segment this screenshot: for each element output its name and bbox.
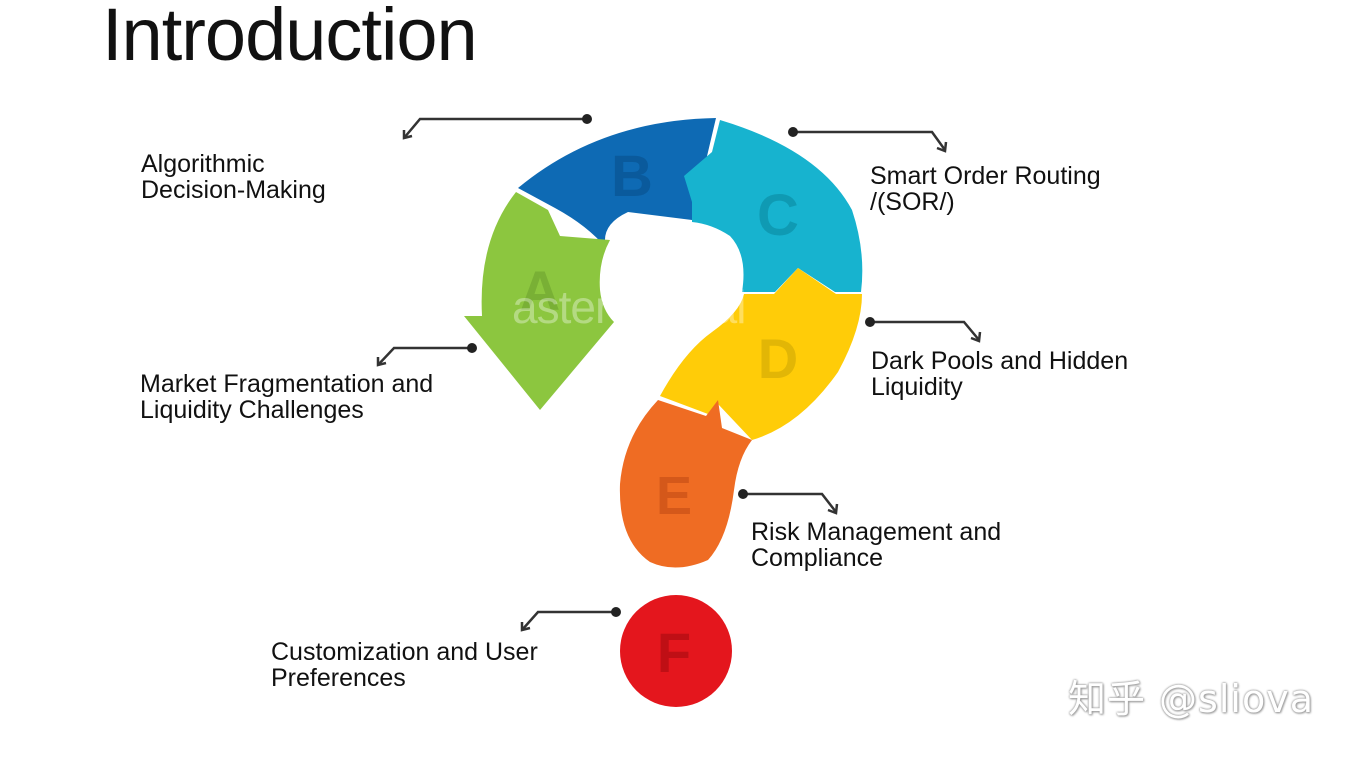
connector-arrow-e bbox=[827, 503, 839, 515]
connector-d bbox=[870, 320, 980, 341]
label-line: Liquidity bbox=[871, 373, 963, 401]
page-title: Introduction bbox=[102, 0, 478, 76]
segment-letter-a: A bbox=[520, 259, 560, 322]
segment-letter-e: E bbox=[656, 466, 692, 526]
connector-dot-e bbox=[738, 489, 748, 499]
segment-a bbox=[464, 192, 614, 410]
connector-arrow-a bbox=[402, 130, 413, 140]
label-line: Decision-Making bbox=[141, 176, 326, 204]
label-risk-management: Risk Management and Compliance bbox=[751, 519, 1001, 571]
connector-dot-a bbox=[582, 114, 592, 124]
connector-c bbox=[793, 130, 947, 151]
label-market-fragmentation: Market Fragmentation and Liquidity Chall… bbox=[140, 371, 433, 423]
segment-letter-d: D bbox=[758, 327, 798, 390]
label-line: Preferences bbox=[271, 664, 406, 692]
connector-dot-f bbox=[611, 607, 621, 617]
connector-f bbox=[521, 610, 616, 631]
label-line: Customization and User bbox=[271, 638, 538, 666]
label-line: Smart Order Routing bbox=[870, 162, 1101, 190]
connector-dot-c bbox=[788, 127, 798, 137]
segment-d bbox=[660, 268, 862, 440]
label-algorithmic-decision-making: Algorithmic Decision-Making bbox=[141, 151, 326, 203]
label-line: Market Fragmentation and bbox=[140, 370, 434, 398]
label-dark-pools: Dark Pools and Hidden Liquidity bbox=[871, 348, 1128, 400]
label-line: Dark Pools and Hidden bbox=[871, 347, 1129, 375]
label-customization: Customization and User Preferences bbox=[271, 639, 538, 691]
connector-arrow-f bbox=[520, 622, 531, 632]
corner-watermark: 知乎 @sliova bbox=[1067, 677, 1314, 721]
background-watermark: asterCapital bbox=[512, 281, 746, 333]
segment-letter-f: F bbox=[657, 621, 691, 684]
segment-letter-c: C bbox=[757, 183, 799, 248]
segment-b bbox=[518, 118, 716, 248]
connector-dot-b bbox=[467, 343, 477, 353]
label-line: Compliance bbox=[751, 544, 884, 572]
connector-arrow-d bbox=[970, 331, 982, 343]
label-line: Liquidity Challenges bbox=[140, 396, 364, 424]
label-line: /(SOR/) bbox=[870, 188, 955, 216]
connector-b bbox=[377, 346, 472, 366]
segment-f bbox=[620, 595, 732, 707]
connector-dot-d bbox=[865, 317, 875, 327]
connector-arrow-c bbox=[936, 141, 948, 153]
connector-arrow-b bbox=[376, 357, 387, 367]
connector-e bbox=[743, 492, 837, 513]
segment-letter-b: B bbox=[611, 144, 653, 209]
segment-e bbox=[619, 400, 752, 568]
label-line: Risk Management and bbox=[751, 518, 1002, 546]
segment-c bbox=[684, 120, 863, 292]
connector-a bbox=[403, 117, 587, 139]
label-line: Algorithmic bbox=[141, 150, 265, 178]
connectors bbox=[376, 114, 982, 632]
label-smart-order-routing: Smart Order Routing /(SOR/) bbox=[870, 163, 1101, 215]
